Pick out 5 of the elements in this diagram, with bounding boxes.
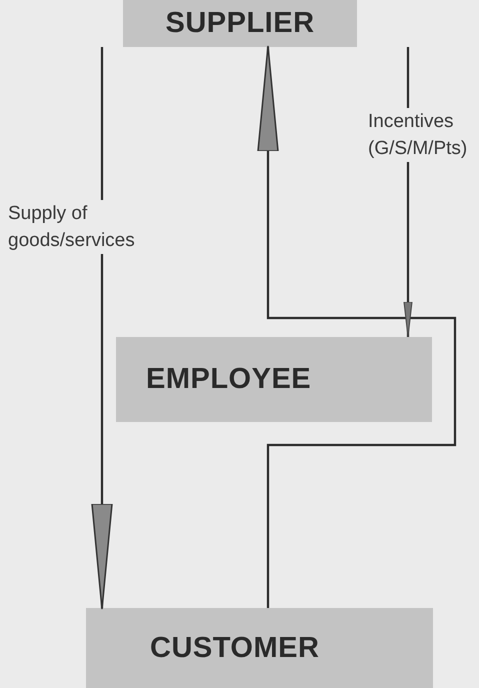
arrow (91, 47, 113, 610)
process-box (116, 337, 432, 422)
process-box (123, 0, 357, 47)
arrow (257, 45, 456, 608)
process-box (86, 608, 433, 688)
